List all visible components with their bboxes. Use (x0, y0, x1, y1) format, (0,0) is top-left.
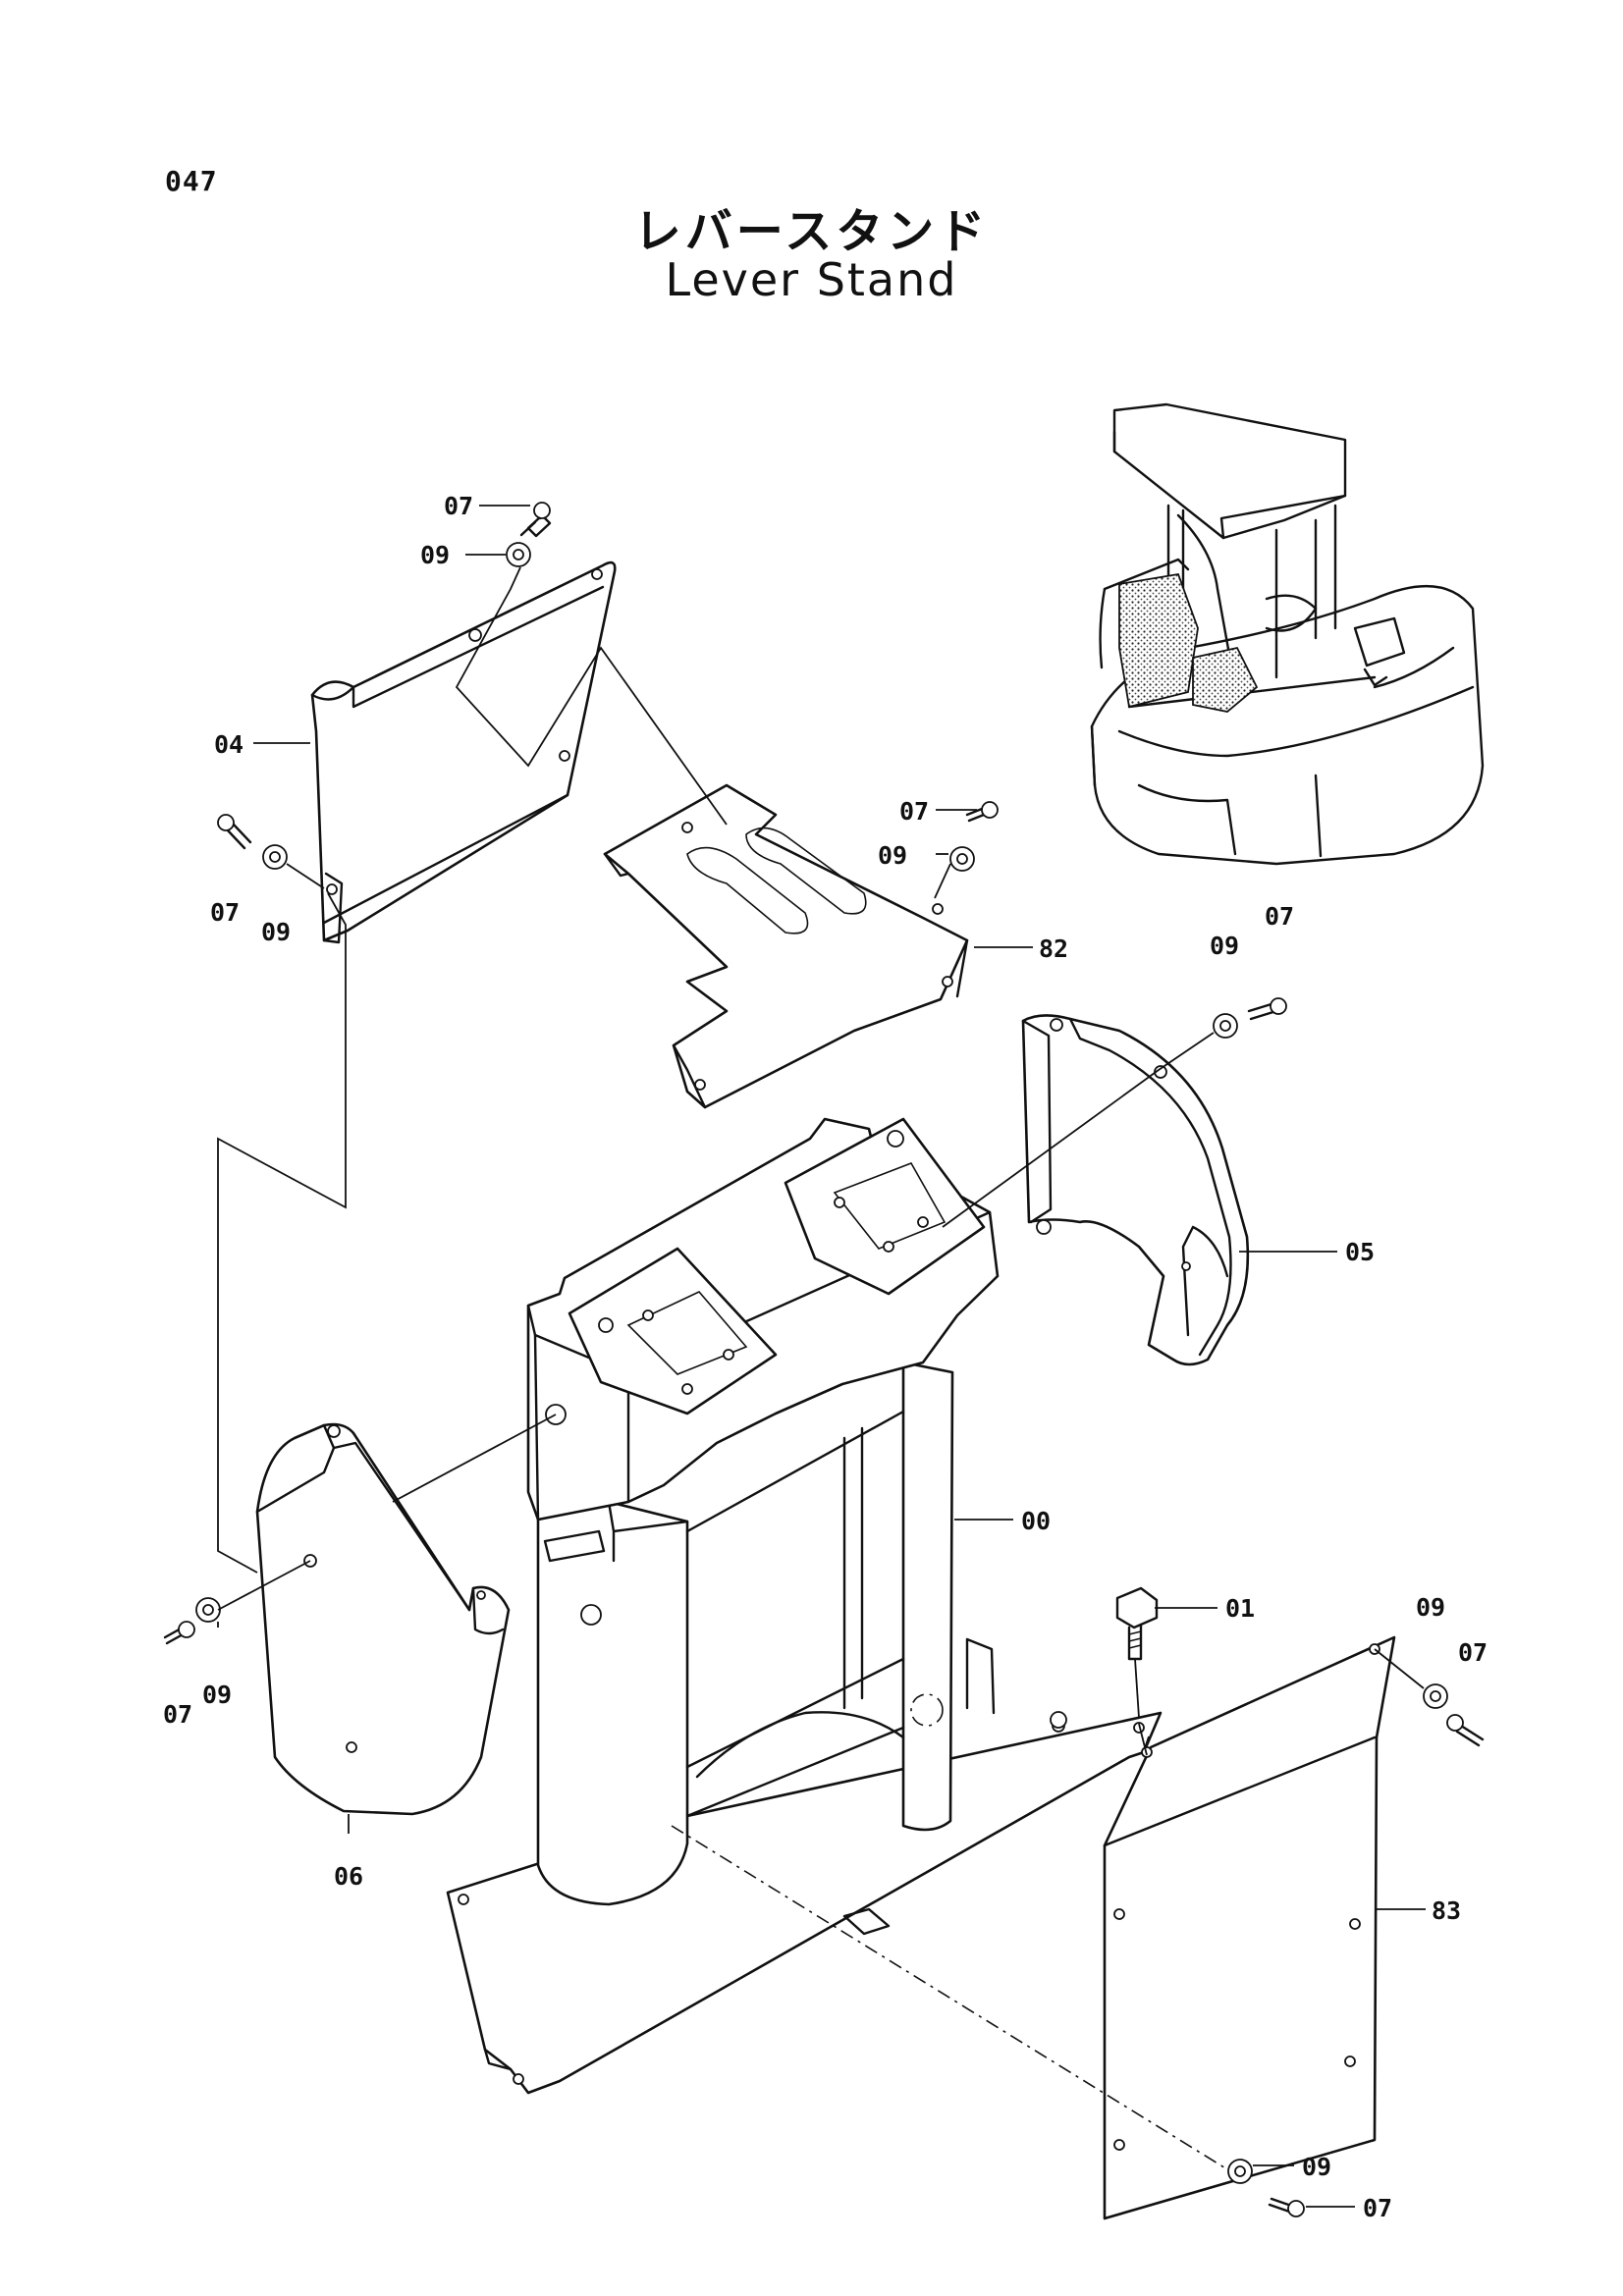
callout-09-low-left: 09 (202, 1681, 232, 1709)
callout-09-left: 09 (261, 918, 291, 946)
callout-09-bottom: 09 (1302, 2153, 1331, 2181)
callout-09-mid: 09 (878, 841, 907, 870)
callout-06: 06 (334, 1862, 363, 1891)
part-00-lever-stand-frame (446, 1117, 1163, 2095)
part-82-plate (603, 783, 969, 1109)
callout-04: 04 (214, 730, 243, 759)
callout-07-bottom: 07 (1363, 2194, 1392, 2222)
page-number: 047 (165, 165, 218, 197)
callout-07-low-left: 07 (163, 1700, 192, 1729)
callout-05: 05 (1345, 1238, 1375, 1266)
callout-labels: 07 09 04 07 09 07 09 82 09 07 05 00 01 0… (163, 492, 1488, 2222)
callout-09-right: 09 (1210, 932, 1239, 960)
callout-07-right: 07 (1265, 902, 1294, 931)
callout-07-top: 07 (444, 492, 473, 520)
callout-82: 82 (1039, 934, 1068, 963)
title-japanese: レバースタンド (633, 204, 990, 259)
callout-83: 83 (1432, 1896, 1461, 1925)
part-04-cover-panel (310, 561, 617, 944)
callout-01: 01 (1225, 1594, 1255, 1623)
part-06-side-cover (255, 1422, 511, 1816)
callout-09-low-right: 09 (1416, 1593, 1445, 1622)
machine-overview-illustration (1090, 402, 1485, 866)
callout-09-top: 09 (420, 541, 450, 569)
title-english: Lever Stand (665, 253, 958, 306)
callout-07-mid: 07 (899, 797, 929, 826)
callout-leaders (217, 505, 1426, 2208)
callout-00: 00 (1021, 1507, 1051, 1535)
assembly-lines (217, 566, 1425, 2170)
part-83-cover-panel (1103, 1635, 1396, 2220)
callout-07-left: 07 (210, 898, 240, 927)
part-05-side-cover (1021, 1014, 1250, 1366)
callout-07-low-right: 07 (1458, 1638, 1488, 1667)
